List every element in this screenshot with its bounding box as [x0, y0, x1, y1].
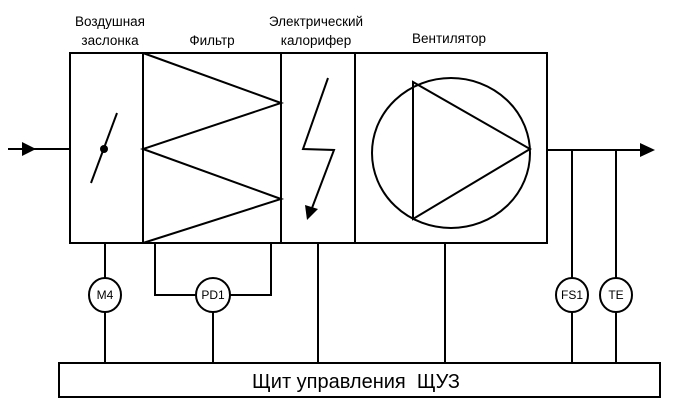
svg-text:M4: M4 — [97, 288, 114, 302]
svg-text:PD1: PD1 — [201, 288, 225, 302]
sensor-te: TE — [599, 277, 633, 313]
control-panel — [58, 362, 661, 398]
heater-lightning-icon — [301, 77, 336, 220]
fan-icon — [371, 77, 532, 229]
control-panel-label: Щит управления ЩУЗ — [252, 371, 460, 393]
connection-lines — [104, 150, 617, 363]
damper-icon — [90, 112, 118, 184]
heater-label-1: Электрический — [269, 14, 363, 29]
sensor-fs1: FS1 — [555, 277, 589, 313]
inlet-arrow-icon — [8, 142, 70, 156]
svg-text:TE: TE — [608, 288, 623, 302]
fan-label: Вентилятор — [412, 31, 486, 46]
filter-icon — [139, 52, 285, 244]
air-handling-unit — [69, 52, 548, 244]
filter-label: Фильтр — [189, 33, 234, 48]
sensor-pd1: PD1 — [195, 277, 231, 313]
outlet-arrow-icon — [547, 143, 655, 157]
damper-label-1: Воздушная — [75, 14, 145, 29]
svg-text:FS1: FS1 — [561, 288, 583, 302]
heater-label-2: калорифер — [281, 33, 351, 48]
sensor-m4: M4 — [88, 277, 122, 313]
damper-label-2: заслонка — [81, 33, 139, 48]
